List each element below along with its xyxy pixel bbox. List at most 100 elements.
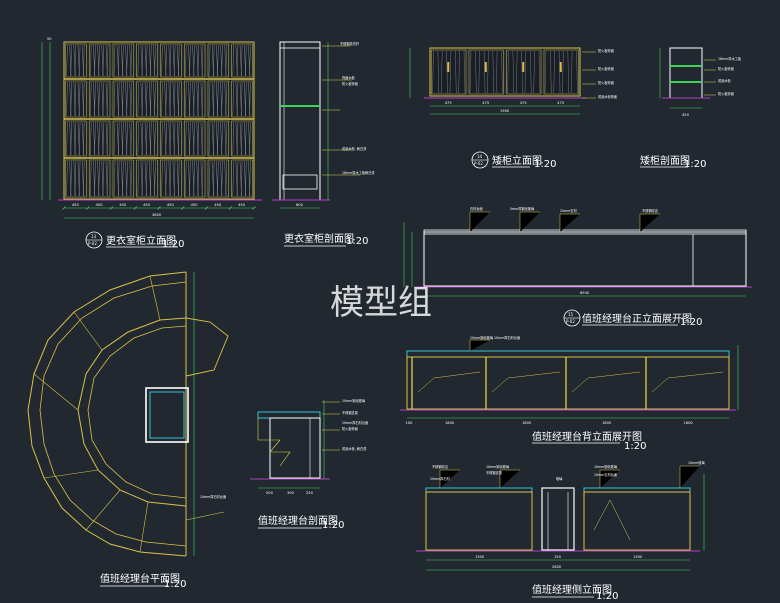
dim-label: 450 <box>191 203 199 207</box>
low-section-total-dim: 450 <box>682 113 690 117</box>
dim-label: 475 <box>557 101 564 105</box>
desk-front-unfold: 石材台面 5mm厚钢化玻璃 20mm石材 不锈钢收边 6930 15 P-02 … <box>403 206 752 328</box>
drawing-title: 值班经理台平面图 <box>100 572 180 585</box>
drawing-scale: 1:20 <box>162 239 184 250</box>
svg-text:18mm厚木工板刷白漆: 18mm厚木工板刷白漆 <box>342 170 375 175</box>
svg-text:饰面木板: 饰面木板 <box>342 75 356 80</box>
low-cabinet-panels: 475 475 475 475 <box>431 49 579 105</box>
svg-text:防火板饰面: 防火板饰面 <box>342 81 358 86</box>
dim-label: 100 <box>406 421 414 425</box>
dim-label: 1600 <box>684 421 694 425</box>
dim-label: 450 <box>238 203 246 207</box>
drawing-title: 值班经理台正立面展开图 <box>582 312 692 325</box>
svg-text:玻璃: 玻璃 <box>556 476 563 481</box>
desk-back-bays: 100 1800 1800 1800 1600 <box>406 357 724 425</box>
svg-text:防火板饰面: 防火板饰面 <box>718 66 734 71</box>
svg-text:10mm石材台面: 10mm石材台面 <box>594 472 617 477</box>
locker-outline <box>63 41 255 200</box>
dim-label: 150 <box>554 555 562 559</box>
dim-label: 1800 <box>602 421 612 425</box>
svg-text:不锈钢收边: 不锈钢收边 <box>642 208 659 213</box>
dim-label: 1300 <box>475 555 485 559</box>
desk-plan-outer-edge <box>27 271 187 557</box>
svg-text:10mm钢化玻璃: 10mm钢化玻璃 <box>486 464 510 469</box>
detail-tag-sheet: P-02 <box>474 161 483 166</box>
section-leaders <box>322 45 360 176</box>
side-total-dim: 2600 <box>552 565 562 569</box>
dim-label: 450 <box>119 203 127 207</box>
drawing-scale: 1:20 <box>624 441 646 452</box>
detail-tag-sheet: P-02 <box>88 241 97 246</box>
dim-label: 475 <box>520 101 527 105</box>
locker-section: 不锈钢挂衣杆 饰面木板 防火板饰面 成品木柜, 刷白漆 18mm厚木工板刷白漆 … <box>272 41 375 247</box>
dim-label: 1800 <box>445 421 455 425</box>
dim-label: 450 <box>143 203 151 207</box>
cabinet-handle <box>522 62 525 72</box>
drawing-scale: 1:20 <box>684 159 706 170</box>
dim-label: 500 <box>266 491 274 495</box>
watermark: 模型组 <box>330 283 432 323</box>
detail-tag-number: 14 <box>477 154 483 159</box>
svg-text:10mm钢化玻璃: 10mm钢化玻璃 <box>594 464 618 469</box>
low-cabinet-section: 18mm厚木工板 防火板饰面 成品木柜 防火板饰面 450 矮柜剖面图 1:20 <box>640 47 742 170</box>
svg-text:10mm厚石材台面: 10mm厚石材台面 <box>200 494 226 499</box>
dim-label: 450 <box>96 203 104 207</box>
svg-text:10mm厚石材台面: 10mm厚石材台面 <box>342 420 368 425</box>
section-total-dim: 600 <box>296 203 304 207</box>
svg-text:防火板饰面: 防火板饰面 <box>598 48 614 53</box>
drawing-scale: 1:20 <box>596 591 618 602</box>
svg-text:成品木柜饰面: 成品木柜饰面 <box>598 94 617 99</box>
svg-text:10mm钢化玻璃 10mm厚石材台面: 10mm钢化玻璃 10mm厚石材台面 <box>470 335 520 340</box>
dim-label: 450 <box>214 203 222 207</box>
svg-text:成品木柜, 刷白漆: 成品木柜, 刷白漆 <box>342 146 367 151</box>
desk-plan-inner-edge <box>77 317 187 507</box>
locker-rails <box>64 78 254 159</box>
dim-label: 300 <box>287 491 295 495</box>
glass-column <box>145 387 189 443</box>
svg-text:20mm石材: 20mm石材 <box>560 208 577 213</box>
svg-text:防火板饰面: 防火板饰面 <box>598 66 614 71</box>
svg-text:石材台面: 石材台面 <box>470 206 483 211</box>
desk-back-unfold: 100 1800 1800 1800 1600 10mm钢化玻璃 10mm厚石材台面 值… <box>400 335 739 452</box>
dim-label: 1300 <box>633 555 643 559</box>
dim-label: 1800 <box>522 421 532 425</box>
drawing-scale: 1:20 <box>346 236 368 247</box>
low-total-dim: 1900 <box>500 109 510 113</box>
detail-tag-number: 15 <box>568 312 574 317</box>
drawing-title: 值班经理侧立面图 <box>532 583 612 596</box>
drawing-title: 矮柜剖面图 <box>640 154 690 167</box>
cabinet-handle <box>484 62 487 72</box>
drawing-scale: 1:20 <box>534 159 556 170</box>
svg-text:5mm厚钢化玻璃: 5mm厚钢化玻璃 <box>510 206 535 211</box>
desk-plan: 10mm厚石材台面 值班经理台平面图 1:20 <box>27 271 229 590</box>
svg-text:防火板饰面: 防火板饰面 <box>342 426 358 431</box>
locker-total-dim: 3600 <box>152 213 162 217</box>
dim-label: 475 <box>482 101 489 105</box>
desk-section: 10mm钢化玻璃 不锈钢支架 10mm厚石材台面 防火板饰面 成品木柜, 刷白漆… <box>250 398 368 531</box>
dim-label: 475 <box>445 101 452 105</box>
drawing-scale: 1:20 <box>680 317 702 328</box>
svg-text:不锈钢支架: 不锈钢支架 <box>486 470 503 475</box>
dim-vert-top: 50 <box>47 37 52 41</box>
drawing-scale: 1:20 <box>322 520 344 531</box>
dim-label: 250 <box>306 491 314 495</box>
cabinet-handle <box>447 62 450 72</box>
dim-label: 450 <box>72 203 80 207</box>
svg-text:10mm厚石材: 10mm厚石材 <box>430 476 451 481</box>
svg-text:10mm玻璃: 10mm玻璃 <box>688 460 705 465</box>
drawing-title: 值班经理台剖面图 <box>258 514 338 527</box>
detail-tag-sheet: P-02 <box>566 319 575 324</box>
drawing-title: 更衣室柜剖面图 <box>284 232 354 245</box>
drawing-title: 值班经理台背立面展开图 <box>532 430 642 443</box>
locker-dim-ticks <box>62 206 256 210</box>
svg-text:10mm钢化玻璃: 10mm钢化玻璃 <box>342 398 366 403</box>
svg-text:不锈钢支架: 不锈钢支架 <box>342 410 359 415</box>
front-total-dim: 6930 <box>580 291 590 295</box>
svg-text:成品木柜, 刷白漆: 成品木柜, 刷白漆 <box>342 446 367 451</box>
svg-text:不锈钢挂衣杆: 不锈钢挂衣杆 <box>340 41 360 46</box>
svg-text:成品木柜: 成品木柜 <box>718 78 732 83</box>
svg-text:18mm厚木工板: 18mm厚木工板 <box>718 56 742 61</box>
